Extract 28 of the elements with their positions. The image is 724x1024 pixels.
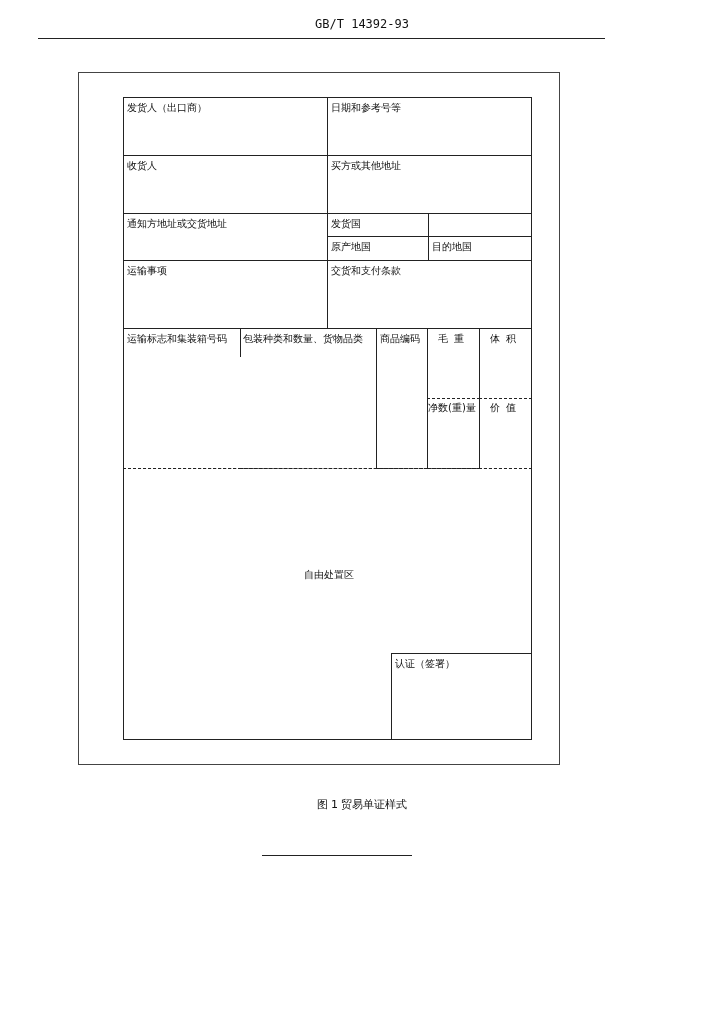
figure-caption: 图 1 贸易单证样式 (315, 799, 409, 811)
form-cell (123, 97, 328, 156)
field-label: 净数(重)量 (428, 402, 476, 414)
form-cell (479, 398, 532, 469)
field-label: 交货和支付条款 (331, 265, 401, 277)
field-label: 毛重 (436, 333, 471, 345)
field-label: 买方或其他地址 (331, 160, 401, 172)
form-cell (123, 468, 532, 740)
header-text: GB/T 14392-93 (314, 18, 410, 30)
field-label: 收货人 (127, 160, 157, 172)
field-label: 包装种类和数量、货物品类 (243, 333, 363, 345)
form-cell (479, 328, 532, 399)
field-label: 体积 (488, 333, 523, 345)
field-label: 原产地国 (331, 241, 371, 253)
field-label: 自由处置区 (304, 569, 354, 581)
field-label: 运输标志和集装箱号码 (127, 333, 227, 345)
field-label: 价值 (488, 402, 523, 414)
field-label: 发货人（出口商） (127, 102, 207, 114)
field-label: 运输事项 (127, 265, 167, 277)
field-label: 认证（签署） (395, 658, 455, 670)
form-cell (123, 328, 241, 469)
form-cell (391, 653, 532, 740)
field-label: 发货国 (331, 218, 361, 230)
form-cell (327, 97, 532, 156)
field-label: 目的地国 (432, 241, 472, 253)
field-label: 商品编码 (380, 333, 420, 345)
field-label: 通知方地址或交货地址 (127, 218, 227, 230)
field-label: 日期和参考号等 (331, 102, 401, 114)
